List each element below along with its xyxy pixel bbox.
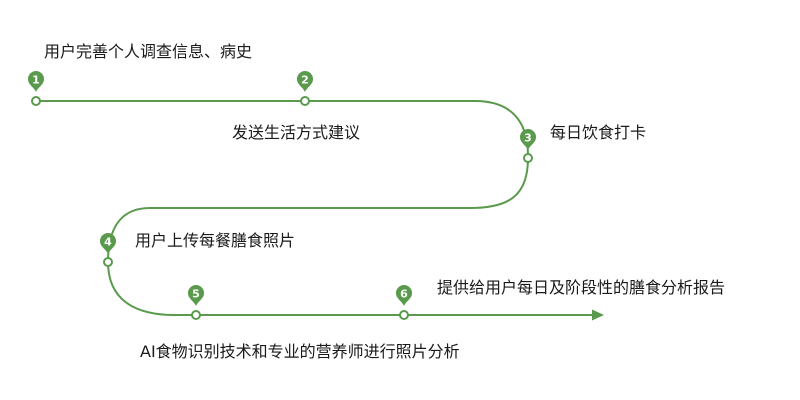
step-number: 5 [192, 288, 200, 301]
step-marker-5: 5 [188, 285, 204, 320]
step-number: 6 [400, 288, 408, 301]
step-5-label: AI食物识别技术和专业的营养师进行照片分析 [140, 342, 460, 361]
map-pin-icon [28, 71, 44, 92]
step-3-label: 每日饮食打卡 [550, 123, 647, 142]
map-pin-icon [188, 285, 204, 306]
step-node [103, 257, 113, 267]
step-node [300, 96, 310, 106]
step-number: 4 [104, 236, 112, 249]
step-marker-2: 2 [297, 71, 313, 106]
step-6-label: 提供给用户每日及阶段性的膳食分析报告 [437, 278, 726, 297]
step-node [399, 310, 409, 320]
step-node [31, 96, 41, 106]
flow-arrowhead [592, 309, 604, 321]
step-number: 2 [301, 74, 309, 87]
map-pin-icon [520, 129, 536, 150]
step-2-label: 发送生活方式建议 [232, 123, 361, 142]
step-marker-1: 1 [28, 71, 44, 106]
step-node [523, 153, 533, 163]
step-1-label: 用户完善个人调查信息、病史 [44, 42, 253, 61]
map-pin-icon [297, 71, 313, 92]
step-marker-6: 6 [396, 285, 412, 320]
step-4-label: 用户上传每餐膳食照片 [135, 231, 296, 250]
step-marker-3: 3 [520, 129, 536, 163]
step-marker-4: 4 [100, 233, 116, 267]
step-node [191, 310, 201, 320]
step-number: 1 [32, 74, 40, 87]
map-pin-icon [100, 233, 116, 254]
map-pin-icon [396, 285, 412, 306]
step-number: 3 [524, 132, 532, 145]
